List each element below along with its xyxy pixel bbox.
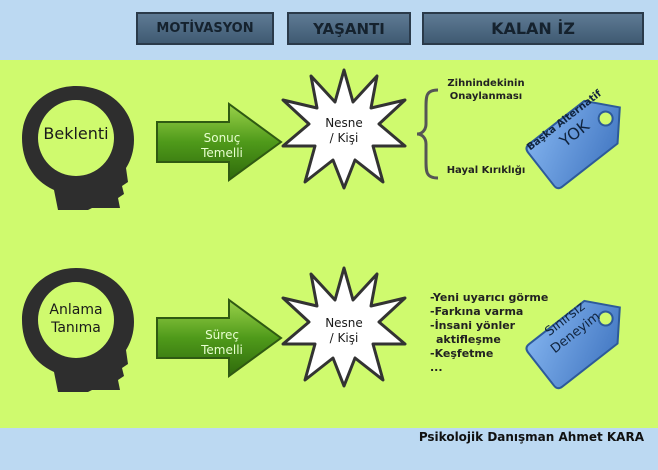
brace-bottom-text: Hayal Kırıklığı: [446, 165, 526, 176]
experience-list: -Yeni uyarıcı görme -Farkına varma -İnsa…: [430, 291, 548, 375]
tab-motivasyon: MOTİVASYON: [136, 12, 274, 45]
curly-brace-icon: [416, 88, 439, 180]
starburst-icon: [281, 266, 407, 388]
list-item: ...: [430, 361, 443, 374]
head-silhouette-icon: [22, 268, 134, 392]
starburst-icon: [281, 68, 407, 190]
list-item: -Yeni uyarıcı görme: [430, 291, 549, 304]
author-credit: Psikolojik Danışman Ahmet KARA: [418, 430, 644, 444]
tab-kalan-iz: KALAN İZ: [422, 12, 644, 45]
arrow-label-surec: Süreç Temelli: [201, 328, 243, 357]
arrow-right-icon: [156, 298, 283, 378]
list-item: -İnsani yönler: [430, 319, 516, 332]
tab-yasanti: YAŞANTI: [287, 12, 411, 45]
arrow-label-sonuc: Sonuç Temelli: [201, 131, 243, 160]
head-silhouette-icon: [22, 86, 134, 210]
head-label-anlama-tanima: Anlama Tanıma: [49, 302, 103, 336]
brace-top-text: Zihnindekinin Onaylanması: [447, 78, 525, 102]
footer-bar: [0, 428, 658, 470]
star-label-nesne-kisi: Nesne / Kişi: [325, 316, 363, 345]
price-tag-icon: [525, 99, 621, 190]
list-item: -Keşfetme: [430, 347, 494, 360]
list-item: aktifleşme: [436, 333, 501, 346]
star-label-nesne-kisi: Nesne / Kişi: [325, 116, 363, 145]
arrow-right-icon: [156, 102, 283, 182]
list-item: -Farkına varma: [430, 305, 524, 318]
price-tag-icon: [525, 299, 621, 390]
head-label-beklenti: Beklenti: [43, 124, 109, 143]
